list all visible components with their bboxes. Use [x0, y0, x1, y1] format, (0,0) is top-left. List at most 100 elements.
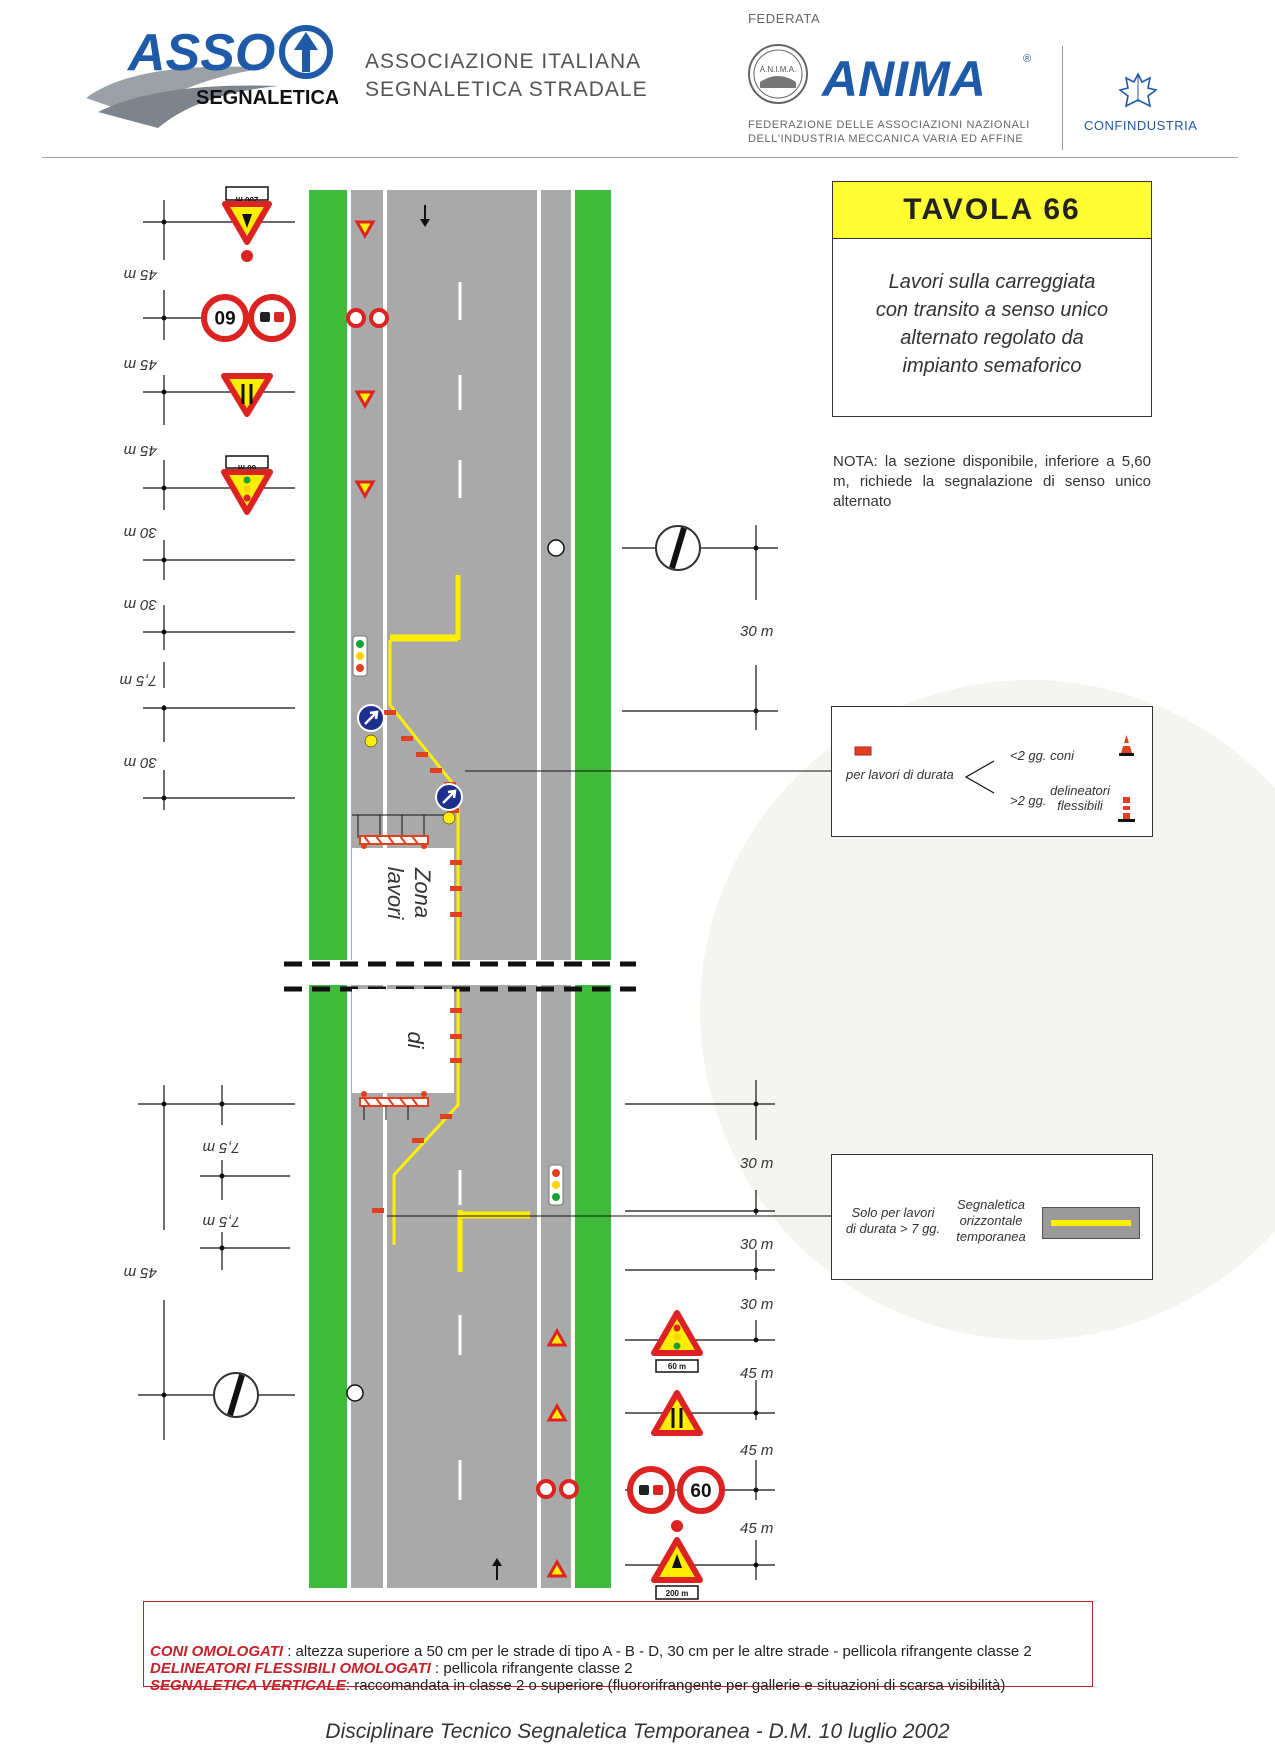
sign-narrowing-right-icon	[651, 1390, 703, 1436]
dist-right-2: 30 m	[740, 1155, 773, 1172]
barrier-upper	[352, 814, 452, 849]
confindustria-label: CONFINDUSTRIA	[1084, 118, 1198, 133]
footer-delineators-head: DELINEATORI FLESSIBILI OMOLOGATI	[150, 1660, 431, 1677]
footer-cones-head: CONI OMOLOGATI	[150, 1643, 284, 1660]
federata-label: FEDERATA	[748, 11, 821, 26]
warning-triangles-road	[354, 220, 568, 1578]
anima-desc-line1: FEDERAZIONE DELLE ASSOCIAZIONI NAZIONALI	[748, 119, 1030, 131]
legend-duration: per lavori di durata <2 gg. coni >2 gg. …	[831, 706, 1153, 837]
end-restriction-dot-icon	[346, 1384, 364, 1402]
legend-long-line1: delineatori	[1050, 783, 1110, 798]
header-divider	[1062, 46, 1063, 150]
direction-arrow-up-icon	[492, 1558, 502, 1580]
speed-60-left: 60	[214, 306, 235, 327]
work-zone-word3: di	[403, 1031, 428, 1049]
temporary-yellow-markings	[388, 575, 530, 1272]
page-header: ASSO SEGNALETICA ASSOCIAZIONE ITALIANA S…	[0, 0, 1275, 160]
anima-logo-text: ANIMA	[820, 51, 986, 107]
legend-duration-long: >2 gg.	[1010, 793, 1047, 808]
legend-marking-left-line2: di durata > 7 gg.	[845, 1221, 941, 1236]
tavola-desc-line2: con transito a senso unico	[875, 299, 1109, 321]
traffic-light-icon	[548, 1164, 564, 1206]
right-dimension-dots	[753, 545, 759, 1568]
legend-duration-label: per lavori di durata	[846, 767, 954, 782]
dist-right-5: 45 m	[740, 1365, 773, 1382]
barrier-lower	[359, 1091, 429, 1120]
left-dimension-dots	[161, 219, 225, 1398]
sign-no-overtaking-right-icon	[627, 1466, 675, 1514]
sign-roadworks-200m-left: 200 m	[222, 186, 272, 262]
dist-left-2: 45 m	[124, 356, 157, 373]
sign-roadworks-200m-right: 200 m	[651, 1520, 703, 1600]
plate-60m-left: 60 m	[238, 463, 256, 472]
work-zone-word1: Zona	[410, 867, 435, 918]
asso-logo-text: ASSO	[126, 24, 275, 82]
anima-logo: A.N.I.M.A. ANIMA ®	[748, 44, 1031, 107]
left-dimension-lines	[138, 200, 295, 1440]
keep-right-sign-icon	[435, 783, 463, 825]
dist-left-8: 7,5 m	[202, 1139, 240, 1156]
tavola-desc-line1: Lavori sulla carreggiata	[888, 271, 1096, 293]
dist-right-3: 30 m	[740, 1236, 773, 1253]
work-zone-area	[352, 848, 454, 960]
dist-left-5: 30 m	[124, 596, 157, 613]
tavola-description: Lavori sulla carreggiata con transito a …	[843, 268, 1141, 380]
tavola-desc-line3: alternato regolato da	[900, 327, 1084, 349]
dist-left-7: 30 m	[124, 754, 157, 771]
section-break	[284, 961, 636, 992]
legend-duration-long-item: delineatori flessibili	[1050, 783, 1110, 813]
footer-line-cones: CONI OMOLOGATI : altezza superiore a 50 …	[150, 1643, 1032, 1661]
legend-temporary-marking: Solo per lavori di durata > 7 gg. Segnal…	[831, 1154, 1153, 1280]
legend-long-line2: flessibili	[1057, 798, 1103, 813]
footer-delineators-text: : pellicola rifrangente classe 2	[430, 1660, 633, 1677]
plate-200m-right: 200 m	[666, 1589, 689, 1598]
anima-seal-text: A.N.I.M.A.	[760, 65, 796, 74]
header-rule	[42, 157, 1238, 158]
plate-60m-right: 60 m	[668, 1362, 686, 1371]
legend-marking-mid: Segnaletica orizzontale temporanea	[946, 1197, 1036, 1245]
document-footer: Disciplinare Tecnico Segnaletica Tempora…	[325, 1720, 950, 1743]
end-restriction-dot-icon	[547, 539, 565, 557]
asso-logo-sub: SEGNALETICA	[196, 87, 338, 109]
footer-line-delineators: DELINEATORI FLESSIBILI OMOLOGATI : pelli…	[150, 1660, 633, 1678]
anima-description: FEDERAZIONE DELLE ASSOCIAZIONI NAZIONALI…	[748, 118, 1030, 146]
sign-no-overtaking-left-icon	[248, 294, 296, 342]
direction-arrow-down-icon	[420, 205, 430, 227]
footer-notes: CONI OMOLOGATI : altezza superiore a 50 …	[143, 1601, 1093, 1694]
tavola-desc-line4: impianto semaforico	[902, 355, 1082, 377]
dist-right-1: 30 m	[740, 623, 773, 640]
dist-right-7: 45 m	[740, 1520, 773, 1537]
prohibition-circles-road	[346, 308, 579, 1499]
dist-left-4: 30 m	[124, 524, 157, 541]
sign-narrowing-left-icon	[221, 373, 273, 417]
asso-name-line1: ASSOCIAZIONE ITALIANA	[365, 50, 642, 73]
legend-marking-mid-line1: Segnaletica	[957, 1197, 1025, 1212]
sign-traffic-lights-60m-right: 60 m	[651, 1310, 703, 1373]
speed-60-right: 60	[690, 1481, 711, 1502]
legend-marking-left: Solo per lavori di durata > 7 gg.	[840, 1205, 946, 1237]
delineators	[372, 710, 462, 1213]
anima-desc-line2: DELL'INDUSTRIA MECCANICA VARIA ED AFFINE	[748, 133, 1024, 145]
sign-speed-60-right: 60	[677, 1466, 725, 1514]
keep-right-sign-icon	[357, 704, 385, 748]
dist-left-1: 45 m	[124, 266, 157, 283]
legend-marking-mid-line2: orizzontale	[959, 1213, 1023, 1228]
footer-signage-head: SEGNALETICA VERTICALE	[150, 1677, 346, 1694]
legend-duration-short: <2 gg. coni	[1010, 748, 1074, 763]
asso-name-line2: SEGNALETICA STRADALE	[365, 78, 648, 101]
work-zone-word2: lavori	[383, 867, 408, 921]
legend-marking-mid-line3: temporanea	[956, 1229, 1026, 1244]
dist-left-6: 7,5 m	[119, 672, 157, 689]
dist-left-3: 45 m	[124, 442, 157, 459]
sign-traffic-lights-60m-left: 60 m	[221, 455, 273, 515]
footer-signage-text: : raccomandata in classe 2 o superiore (…	[345, 1677, 1006, 1694]
footer-cones-text: : altezza superiore a 50 cm per le strad…	[283, 1643, 1032, 1660]
asso-segnaletica-logo: ASSO SEGNALETICA	[86, 24, 338, 128]
end-of-restriction-sign-icon	[655, 525, 701, 571]
traffic-light-icon	[352, 635, 368, 677]
legend-marking-swatch	[1042, 1207, 1140, 1239]
sign-speed-60-left: 60	[201, 294, 249, 342]
plate-200m: 200 m	[236, 195, 259, 204]
asso-name: ASSOCIAZIONE ITALIANA SEGNALETICA STRADA…	[365, 48, 648, 104]
dist-left-10: 45 m	[124, 1264, 157, 1281]
